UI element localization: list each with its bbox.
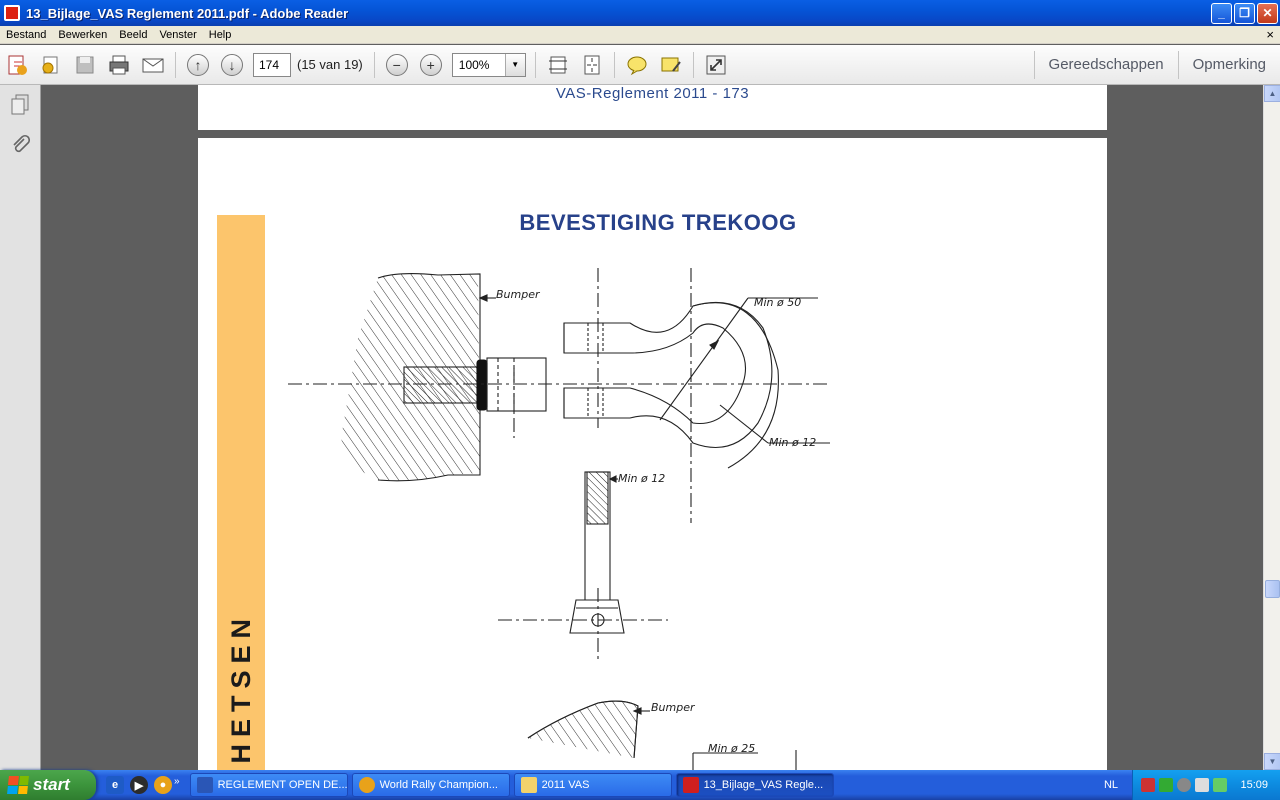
toolbar-separator bbox=[373, 51, 375, 78]
label-bumper-bottom: Bumper bbox=[651, 701, 696, 714]
label-min50: Min ø 50 bbox=[754, 296, 801, 309]
full-screen-icon[interactable] bbox=[701, 50, 731, 80]
wifi-icon[interactable] bbox=[1213, 778, 1227, 792]
minimize-button[interactable]: _ bbox=[1211, 2, 1232, 24]
vertical-scrollbar[interactable]: ▲ ▼ bbox=[1263, 85, 1280, 770]
close-document-icon[interactable]: × bbox=[1266, 27, 1274, 42]
create-pdf-icon[interactable] bbox=[2, 50, 32, 80]
taskbar-item-chrome[interactable]: World Rally Champion... bbox=[351, 773, 510, 797]
network-icon[interactable] bbox=[1159, 778, 1173, 792]
ie-icon[interactable]: e bbox=[106, 776, 124, 794]
start-label: start bbox=[33, 775, 70, 794]
section-band bbox=[217, 215, 265, 770]
minus-icon: − bbox=[385, 53, 408, 76]
chrome-icon[interactable]: ● bbox=[154, 776, 172, 794]
menu-item-bewerken[interactable]: Bewerken bbox=[58, 28, 108, 41]
start-button[interactable]: start bbox=[0, 770, 96, 800]
task-pane-links: Gereedschappen Opmerking bbox=[1033, 45, 1280, 84]
toolbar: ↑ ↓ 174 (15 van 19) − + 100% ▼ Gereedsch… bbox=[0, 45, 1280, 85]
toolbar-separator bbox=[1033, 50, 1035, 79]
drawing-title: BEVESTIGING TREKOOG bbox=[519, 210, 797, 235]
label-min12-stem: Min ø 12 bbox=[618, 472, 665, 485]
page-header: VAS-Reglement 2011 - 173 bbox=[555, 85, 750, 102]
menu-bar: Bestand Bewerken Beeld Venster Help × bbox=[0, 26, 1280, 44]
quick-launch-expand-icon[interactable]: » bbox=[174, 775, 180, 787]
zoom-in-button[interactable]: + bbox=[416, 50, 446, 80]
pdf-page-174: SCHETSEN BEVESTIGING TREKOOG bbox=[198, 138, 1107, 770]
print-icon[interactable] bbox=[104, 50, 134, 80]
restore-button[interactable]: ❐ bbox=[1234, 2, 1255, 24]
windows-flag-icon bbox=[7, 776, 29, 794]
navigation-pane bbox=[0, 85, 41, 770]
pdf-icon bbox=[682, 777, 699, 793]
previous-page-button[interactable]: ↑ bbox=[183, 50, 213, 80]
plus-icon: + bbox=[419, 53, 442, 76]
sticky-note-icon[interactable] bbox=[622, 50, 652, 80]
taskbar-item-label: 2011 VAS bbox=[541, 779, 590, 791]
save-icon[interactable] bbox=[70, 50, 100, 80]
zoom-out-button[interactable]: − bbox=[382, 50, 412, 80]
scroll-up-button[interactable]: ▲ bbox=[1264, 85, 1280, 102]
email-icon[interactable] bbox=[138, 50, 168, 80]
taskbar-item-folder[interactable]: 2011 VAS bbox=[513, 773, 672, 797]
pdf-page-173: VAS-Reglement 2011 - 173 bbox=[198, 85, 1107, 130]
menu-item-venster[interactable]: Venster bbox=[159, 28, 197, 41]
zoom-select[interactable]: 100% ▼ bbox=[451, 52, 526, 77]
next-page-button[interactable]: ↓ bbox=[217, 50, 247, 80]
taskbar-item-label: World Rally Champion... bbox=[379, 779, 498, 791]
scroll-down-button[interactable]: ▼ bbox=[1264, 753, 1280, 770]
menu-item-bestand[interactable]: Bestand bbox=[6, 28, 47, 41]
clock[interactable]: 15:09 bbox=[1240, 779, 1268, 791]
media-player-icon[interactable]: ▶ bbox=[130, 776, 148, 794]
zoom-value: 100% bbox=[458, 57, 490, 72]
label-min12-right: Min ø 12 bbox=[769, 436, 816, 449]
title-bar: 13_Bijlage_VAS Reglement 2011.pdf - Adob… bbox=[0, 0, 1280, 26]
quick-launch: e ▶ ● bbox=[106, 776, 172, 794]
toolbar-separator bbox=[613, 51, 615, 78]
scroll-thumb[interactable] bbox=[1265, 580, 1280, 598]
fit-width-icon[interactable] bbox=[543, 50, 573, 80]
taskbar-item-adobe-reader[interactable]: 13_Bijlage_VAS Regle... bbox=[675, 773, 834, 797]
highlight-text-icon[interactable] bbox=[656, 50, 686, 80]
chevron-down-icon[interactable]: ▼ bbox=[504, 53, 525, 76]
taskbar-item-word[interactable]: REGLEMENT OPEN DE... bbox=[189, 773, 348, 797]
usb-icon[interactable] bbox=[1195, 778, 1209, 792]
document-viewport[interactable]: VAS-Reglement 2011 - 173 SCHETSEN BEVEST… bbox=[41, 85, 1263, 770]
toolbar-separator bbox=[692, 51, 694, 78]
attachments-icon[interactable] bbox=[8, 133, 32, 157]
page-count-label: (15 van 19) bbox=[297, 57, 363, 72]
close-button[interactable]: ✕ bbox=[1257, 2, 1278, 24]
page-thumbnails-icon[interactable] bbox=[8, 93, 32, 117]
taskbar-item-label: REGLEMENT OPEN DE... bbox=[217, 779, 348, 791]
volume-icon[interactable] bbox=[1177, 778, 1191, 792]
menu-item-help[interactable]: Help bbox=[208, 28, 232, 41]
toolbar-separator bbox=[175, 51, 176, 78]
page-number-input[interactable]: 174 bbox=[253, 52, 291, 77]
taskbar-item-label: 13_Bijlage_VAS Regle... bbox=[703, 779, 824, 791]
label-min25: Min ø 25 bbox=[708, 742, 755, 755]
taskbar: start e ▶ ● » REGLEMENT OPEN DE... World… bbox=[0, 770, 1280, 800]
chrome-icon bbox=[358, 777, 375, 793]
label-bumper-top: Bumper bbox=[496, 288, 541, 301]
tools-button[interactable]: Gereedschappen bbox=[1048, 56, 1164, 73]
security-icon[interactable] bbox=[1141, 778, 1155, 792]
toolbar-separator bbox=[534, 51, 536, 78]
pdf-app-icon[interactable] bbox=[4, 5, 20, 21]
collaborate-icon[interactable] bbox=[36, 50, 66, 80]
language-indicator[interactable]: NL bbox=[1103, 779, 1118, 791]
fit-page-icon[interactable] bbox=[577, 50, 607, 80]
window-title: 13_Bijlage_VAS Reglement 2011.pdf - Adob… bbox=[26, 5, 349, 21]
system-tray: 15:09 bbox=[1132, 770, 1280, 800]
arrow-down-icon: ↓ bbox=[221, 53, 243, 76]
menu-item-beeld[interactable]: Beeld bbox=[119, 28, 148, 41]
towing-eye-drawing: Bumper Min ø 50 Min ø 12 Min ø 12 Bumper… bbox=[288, 268, 830, 770]
toolbar-separator bbox=[1177, 50, 1179, 79]
arrow-up-icon: ↑ bbox=[187, 53, 209, 76]
comment-button[interactable]: Opmerking bbox=[1192, 56, 1266, 73]
word-icon bbox=[196, 777, 213, 793]
folder-icon bbox=[520, 777, 537, 793]
